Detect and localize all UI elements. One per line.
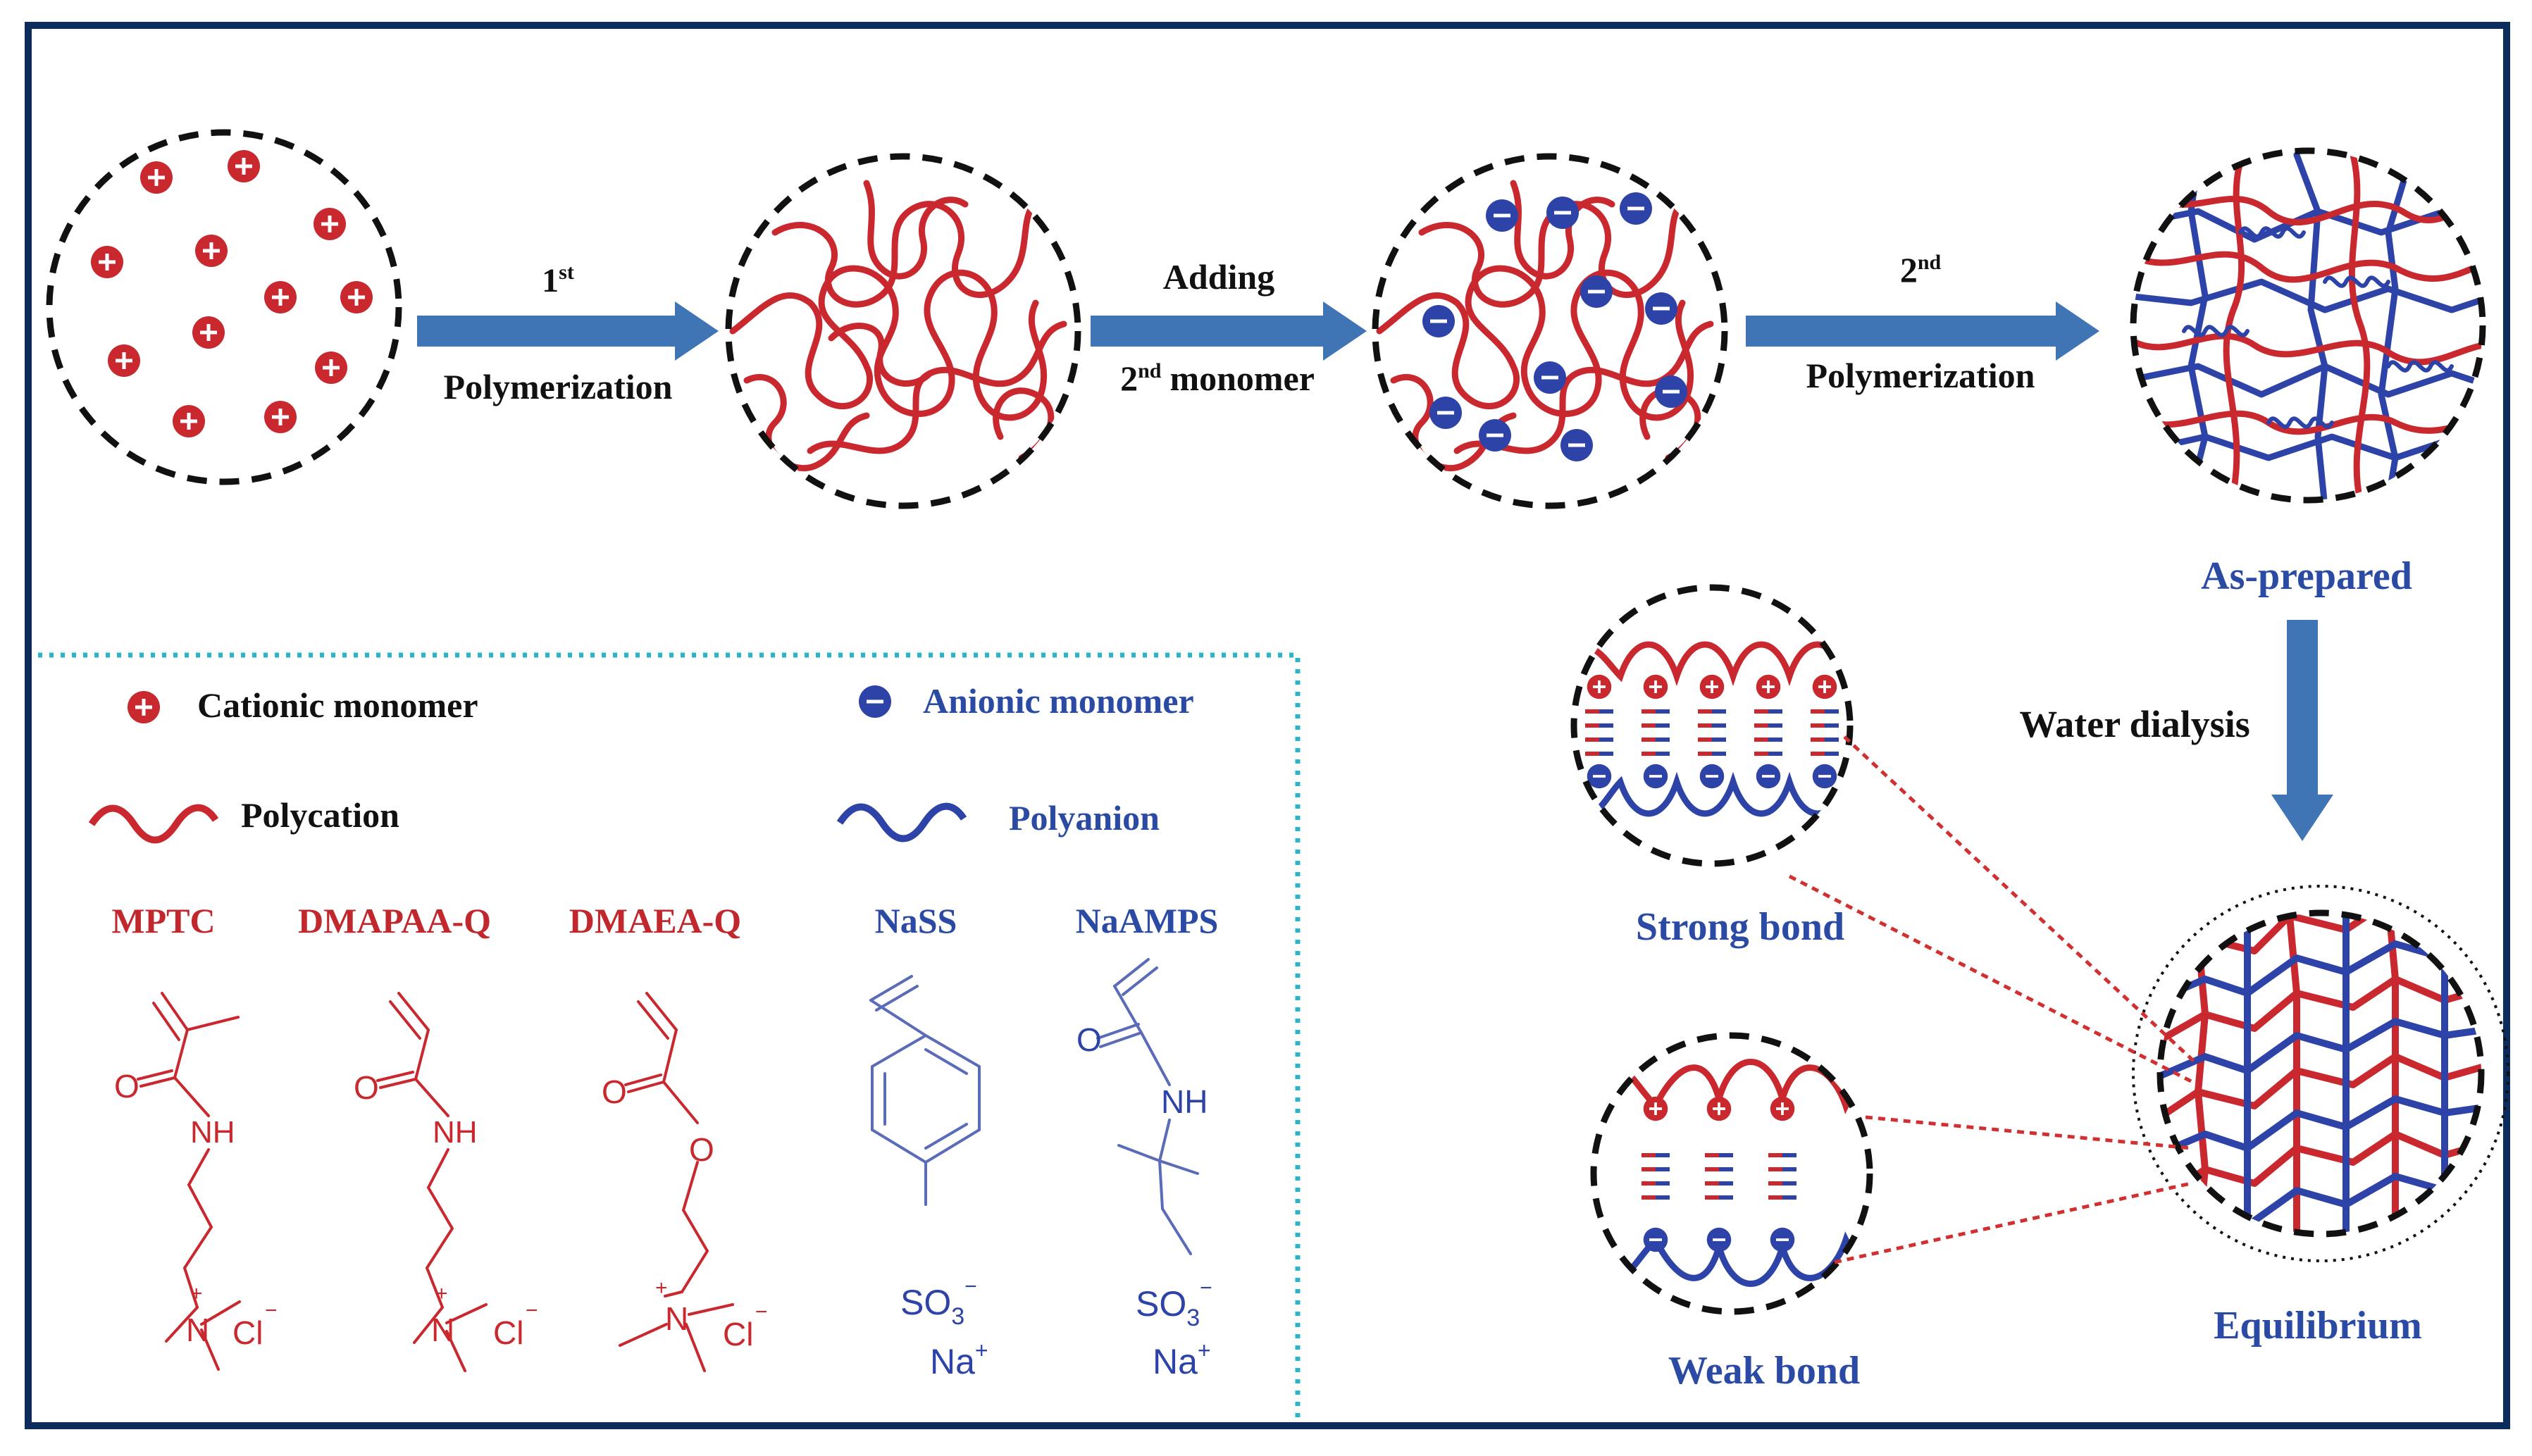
svg-text:Cl: Cl [493,1314,523,1351]
nass-structure: SO3− Na+ [869,975,988,1381]
zoom-lines [1788,735,2199,1264]
svg-text:+: + [655,1276,668,1300]
as-prepared-label: As-prepared [2201,554,2412,598]
cationic-monomer-icon [195,235,228,267]
equilibrium-label: Equilibrium [2214,1304,2422,1348]
anionic-monomer-icon [1546,197,1579,229]
dmaea-q-structure: O O N + Cl − [602,992,768,1372]
svg-text:Cl: Cl [723,1316,753,1352]
polycation-with-anionic-monomer-circle [1372,153,1728,509]
naamps-structure: O NH SO3− Na+ [1076,958,1212,1381]
naamps-na-label: Na+ [1153,1338,1211,1381]
anionic-monomer-icon [1580,275,1613,308]
weak-bond-label: Weak bond [1668,1349,1860,1393]
cationic-monomer-icon [173,405,205,437]
arrow-right-icon [1746,301,2099,361]
weak-bond-circle [1590,1032,1873,1315]
polycation-legend-label: Polycation [241,795,399,835]
step1-label: 1st [542,261,574,299]
arrow-down-icon [2271,620,2333,841]
arrow-right-icon [1091,301,1367,361]
polycation-wave-icon [88,804,219,844]
svg-text:−: − [526,1299,538,1322]
cationic-monomer-legend-label: Cationic monomer [197,685,478,725]
water-dialysis-label: Water dialysis [2019,703,2250,745]
svg-text:Cl: Cl [232,1314,263,1351]
anionic-monomer-icon [1560,429,1593,461]
step3-label: 2nd [1900,250,1942,290]
svg-text:N: N [186,1312,209,1348]
outer-border [25,22,2510,1429]
arrow-right-icon [417,301,719,361]
anionic-monomer-icon [1655,375,1687,408]
anionic-monomer-icon [1479,419,1511,452]
cationic-monomer-icon [140,161,173,194]
svg-text:−: − [265,1299,278,1322]
nass-label: NaSS [875,901,957,940]
equilibrium-network-circle [2132,885,2509,1262]
cationic-monomer-icon [192,316,225,349]
anionic-monomer-legend-label: Anionic monomer [923,681,1194,721]
svg-text:O: O [114,1068,139,1105]
svg-text:O: O [1076,1021,1102,1058]
mptc-label: MPTC [111,901,215,940]
polyanion-wave-icon [836,802,967,842]
naamps-so3-label: SO3− [1136,1276,1212,1331]
cationic-monomer-icon [264,401,297,433]
strong-bond-label: Strong bond [1636,905,1844,949]
cationic-monomer-icon [315,351,347,384]
cationic-monomer-icon [108,344,140,377]
dmapaa-q-label: DMAPAA-Q [298,901,491,940]
anionic-monomer-icon [1620,192,1652,225]
svg-text:+: + [190,1282,203,1305]
cationic-monomer-icon [340,281,373,313]
mptc-structure: O NH N + Cl − [114,992,278,1371]
anionic-monomer-icon [1486,199,1518,232]
dmaea-q-label: DMAEA-Q [569,901,741,940]
anionic-monomer-icon [1534,361,1566,394]
step2-adding-label: Adding [1163,257,1274,297]
as-prepared-network-circle [2130,147,2486,504]
svg-text:O: O [602,1074,627,1110]
naamps-label: NaAMPS [1076,901,1219,940]
svg-text:+: + [435,1282,448,1305]
svg-text:NH: NH [1161,1083,1208,1120]
svg-text:N: N [665,1300,688,1337]
svg-text:NH: NH [433,1115,478,1150]
anionic-monomer-icon [1645,292,1677,325]
nass-so3-label: SO3− [900,1275,977,1330]
cationic-monomer-legend-icon [128,691,160,723]
monomer-solution-circle [46,129,402,485]
svg-text:−: − [755,1300,768,1324]
polycation-network-circle [725,153,1081,509]
cationic-monomer-icon [91,246,123,278]
legend-box [38,652,1301,1423]
strong-bond-circle [1570,584,1854,867]
step3-polymerization-label: Polymerization [1806,356,2035,395]
anionic-monomer-icon [1422,305,1455,337]
step1-polymerization-label: Polymerization [444,367,673,406]
dmapaa-q-structure: O NH N + Cl − [354,992,538,1372]
svg-text:N: N [431,1312,454,1348]
nass-na-label: Na+ [930,1338,988,1381]
svg-text:O: O [689,1131,714,1168]
polyanion-legend-label: Polyanion [1009,798,1160,838]
cationic-monomer-icon [228,150,260,182]
anionic-monomer-icon [1429,397,1462,429]
cationic-monomer-icon [264,281,297,313]
cationic-monomer-icon [314,208,346,240]
svg-text:O: O [354,1069,379,1106]
svg-text:NH: NH [190,1115,235,1150]
anionic-monomer-legend-icon [859,685,891,718]
